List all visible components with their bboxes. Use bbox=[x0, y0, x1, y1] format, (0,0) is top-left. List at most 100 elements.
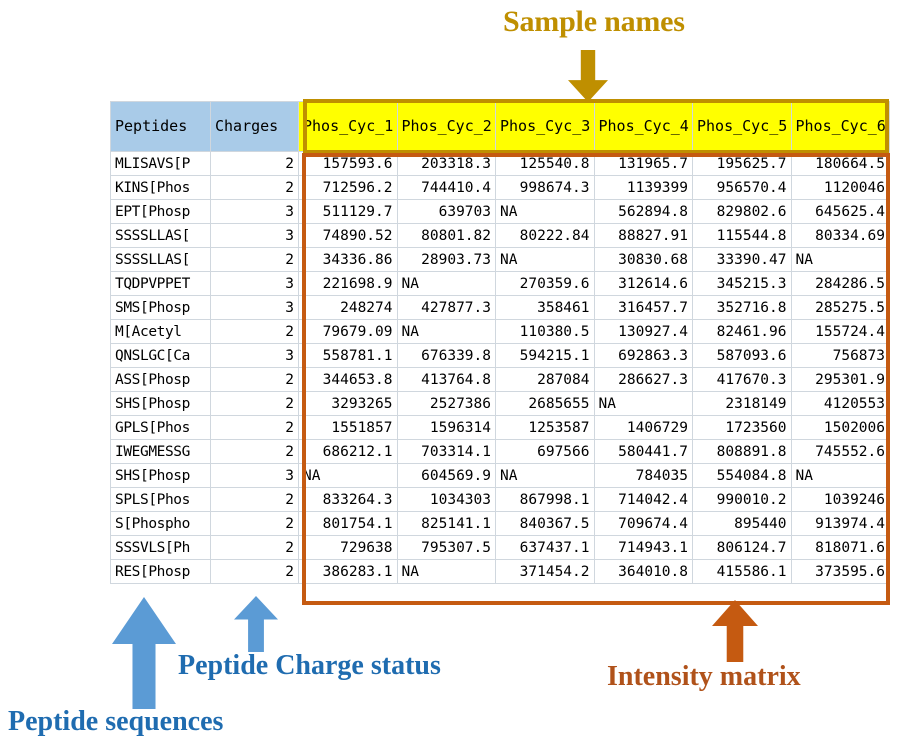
peptide-sequence-cell[interactable]: EPT[Phosp bbox=[110, 199, 211, 224]
intensity-value-cell[interactable]: 829802.6 bbox=[692, 199, 792, 224]
peptide-sequence-cell[interactable]: TQDPVPPET bbox=[110, 271, 211, 296]
intensity-value-cell[interactable]: 697566 bbox=[495, 439, 595, 464]
intensity-value-cell[interactable]: 344653.8 bbox=[298, 367, 398, 392]
peptide-charge-cell[interactable]: 3 bbox=[210, 343, 299, 368]
intensity-value-cell[interactable]: 1139399 bbox=[593, 175, 693, 200]
intensity-value-cell[interactable]: 427877.3 bbox=[396, 295, 496, 320]
intensity-value-cell[interactable]: 286627.3 bbox=[593, 367, 693, 392]
intensity-value-cell[interactable]: 990010.2 bbox=[692, 487, 792, 512]
intensity-value-cell[interactable]: 801754.1 bbox=[298, 511, 398, 536]
intensity-value-cell[interactable]: 417670.3 bbox=[692, 367, 792, 392]
peptide-charge-cell[interactable]: 3 bbox=[210, 295, 299, 320]
intensity-value-cell[interactable]: 1502006 bbox=[790, 415, 890, 440]
intensity-value-cell[interactable]: 79679.09 bbox=[298, 319, 398, 344]
peptide-sequence-cell[interactable]: SHS[Phosp bbox=[110, 463, 211, 488]
peptide-charge-cell[interactable]: 3 bbox=[210, 199, 299, 224]
intensity-value-cell[interactable]: NA bbox=[495, 199, 595, 224]
peptide-sequence-cell[interactable]: SSSSLLAS[ bbox=[110, 223, 211, 248]
intensity-value-cell[interactable]: 604569.9 bbox=[396, 463, 496, 488]
intensity-value-cell[interactable]: 270359.6 bbox=[495, 271, 595, 296]
intensity-value-cell[interactable]: 818071.6 bbox=[790, 535, 890, 560]
intensity-value-cell[interactable]: 295301.9 bbox=[790, 367, 890, 392]
intensity-value-cell[interactable]: NA bbox=[495, 463, 595, 488]
intensity-value-cell[interactable]: 956570.4 bbox=[692, 175, 792, 200]
intensity-value-cell[interactable]: 756873 bbox=[790, 343, 890, 368]
intensity-value-cell[interactable]: 2685655 bbox=[495, 391, 595, 416]
intensity-value-cell[interactable]: 285275.5 bbox=[790, 295, 890, 320]
intensity-value-cell[interactable]: 316457.7 bbox=[593, 295, 693, 320]
peptide-sequence-cell[interactable]: SPLS[Phos bbox=[110, 487, 211, 512]
column-header-sample-3[interactable]: Phos_Cyc_3 bbox=[495, 101, 595, 152]
intensity-value-cell[interactable]: 714943.1 bbox=[593, 535, 693, 560]
peptide-sequence-cell[interactable]: KINS[Phos bbox=[110, 175, 211, 200]
intensity-value-cell[interactable]: 221698.9 bbox=[298, 271, 398, 296]
intensity-value-cell[interactable]: 131965.7 bbox=[593, 151, 693, 176]
peptide-sequence-cell[interactable]: QNSLGC[Ca bbox=[110, 343, 211, 368]
peptide-charge-cell[interactable]: 2 bbox=[210, 175, 299, 200]
intensity-value-cell[interactable]: 686212.1 bbox=[298, 439, 398, 464]
peptide-sequence-cell[interactable]: SMS[Phosp bbox=[110, 295, 211, 320]
peptide-charge-cell[interactable]: 2 bbox=[210, 319, 299, 344]
intensity-value-cell[interactable]: 130927.4 bbox=[593, 319, 693, 344]
intensity-value-cell[interactable]: 1120046 bbox=[790, 175, 890, 200]
intensity-value-cell[interactable]: 352716.8 bbox=[692, 295, 792, 320]
intensity-value-cell[interactable]: 784035 bbox=[593, 463, 693, 488]
peptide-sequence-cell[interactable]: RES[Phosp bbox=[110, 559, 211, 584]
intensity-value-cell[interactable]: 998674.3 bbox=[495, 175, 595, 200]
intensity-value-cell[interactable]: 386283.1 bbox=[298, 559, 398, 584]
peptide-charge-cell[interactable]: 3 bbox=[210, 463, 299, 488]
intensity-value-cell[interactable]: 2318149 bbox=[692, 391, 792, 416]
intensity-value-cell[interactable]: 1596314 bbox=[396, 415, 496, 440]
intensity-value-cell[interactable]: 554084.8 bbox=[692, 463, 792, 488]
peptide-charge-cell[interactable]: 2 bbox=[210, 151, 299, 176]
intensity-value-cell[interactable]: 744410.4 bbox=[396, 175, 496, 200]
peptide-sequence-cell[interactable]: M[Acetyl bbox=[110, 319, 211, 344]
peptide-charge-cell[interactable]: 2 bbox=[210, 487, 299, 512]
intensity-value-cell[interactable]: 312614.6 bbox=[593, 271, 693, 296]
peptide-sequence-cell[interactable]: SSSSLLAS[ bbox=[110, 247, 211, 272]
intensity-value-cell[interactable]: 712596.2 bbox=[298, 175, 398, 200]
intensity-value-cell[interactable]: 594215.1 bbox=[495, 343, 595, 368]
peptide-charge-cell[interactable]: 2 bbox=[210, 247, 299, 272]
intensity-value-cell[interactable]: NA bbox=[298, 463, 398, 488]
intensity-value-cell[interactable]: 80222.84 bbox=[495, 223, 595, 248]
intensity-value-cell[interactable]: 511129.7 bbox=[298, 199, 398, 224]
intensity-value-cell[interactable]: 692863.3 bbox=[593, 343, 693, 368]
intensity-value-cell[interactable]: 371454.2 bbox=[495, 559, 595, 584]
intensity-value-cell[interactable]: 125540.8 bbox=[495, 151, 595, 176]
intensity-value-cell[interactable]: 284286.5 bbox=[790, 271, 890, 296]
intensity-value-cell[interactable]: 639703 bbox=[396, 199, 496, 224]
intensity-value-cell[interactable]: 703314.1 bbox=[396, 439, 496, 464]
peptide-charge-cell[interactable]: 3 bbox=[210, 271, 299, 296]
intensity-value-cell[interactable]: NA bbox=[790, 247, 890, 272]
intensity-value-cell[interactable]: 195625.7 bbox=[692, 151, 792, 176]
intensity-value-cell[interactable]: 345215.3 bbox=[692, 271, 792, 296]
intensity-value-cell[interactable]: 287084 bbox=[495, 367, 595, 392]
column-header-sample-1[interactable]: Phos_Cyc_1 bbox=[298, 101, 398, 152]
intensity-value-cell[interactable]: 1253587 bbox=[495, 415, 595, 440]
column-header-sample-2[interactable]: Phos_Cyc_2 bbox=[396, 101, 496, 152]
peptide-charge-cell[interactable]: 2 bbox=[210, 415, 299, 440]
intensity-value-cell[interactable]: 30830.68 bbox=[593, 247, 693, 272]
intensity-value-cell[interactable]: 33390.47 bbox=[692, 247, 792, 272]
intensity-value-cell[interactable]: 364010.8 bbox=[593, 559, 693, 584]
peptide-sequence-cell[interactable]: GPLS[Phos bbox=[110, 415, 211, 440]
peptide-sequence-cell[interactable]: MLISAVS[P bbox=[110, 151, 211, 176]
intensity-value-cell[interactable]: 895440 bbox=[692, 511, 792, 536]
intensity-value-cell[interactable]: 806124.7 bbox=[692, 535, 792, 560]
peptide-charge-cell[interactable]: 2 bbox=[210, 511, 299, 536]
intensity-value-cell[interactable]: 580441.7 bbox=[593, 439, 693, 464]
intensity-value-cell[interactable]: NA bbox=[790, 463, 890, 488]
intensity-value-cell[interactable]: 74890.52 bbox=[298, 223, 398, 248]
intensity-value-cell[interactable]: 415586.1 bbox=[692, 559, 792, 584]
intensity-value-cell[interactable]: 795307.5 bbox=[396, 535, 496, 560]
intensity-value-cell[interactable]: NA bbox=[396, 559, 496, 584]
intensity-value-cell[interactable]: 645625.4 bbox=[790, 199, 890, 224]
peptide-sequence-cell[interactable]: S[Phospho bbox=[110, 511, 211, 536]
intensity-value-cell[interactable]: 248274 bbox=[298, 295, 398, 320]
peptide-sequence-cell[interactable]: SHS[Phosp bbox=[110, 391, 211, 416]
column-header-peptides[interactable]: Peptides bbox=[110, 101, 211, 152]
column-header-sample-5[interactable]: Phos_Cyc_5 bbox=[692, 101, 792, 152]
intensity-value-cell[interactable]: 203318.3 bbox=[396, 151, 496, 176]
column-header-charges[interactable]: Charges bbox=[210, 101, 299, 152]
